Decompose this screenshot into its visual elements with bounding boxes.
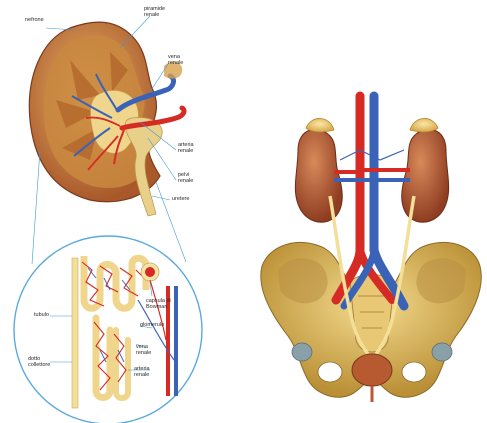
urinary-system	[261, 96, 481, 402]
label-glomerulo: glomerulo	[140, 322, 164, 328]
label-dotto-collettore: dotto collettore	[28, 356, 50, 368]
label-vena-renale-top: vena renale	[168, 54, 183, 66]
label-piramide-renale: piramide renale	[144, 6, 165, 18]
label-capsula-bowman: capsula di Bowman	[146, 298, 171, 310]
label-vena-renale-bottom: vena renale	[136, 344, 151, 356]
label-tubulo: tubulo	[34, 312, 49, 318]
label-arteria-renale-bottom: arteria renale	[134, 366, 150, 378]
label-nefrone: nefrone	[25, 17, 44, 23]
nephron-detail	[14, 236, 202, 423]
label-uretere: uretere	[172, 196, 189, 202]
label-pelvi-renale: pelvi renale	[178, 172, 193, 184]
label-arteria-renale-top: arteria renale	[178, 142, 194, 154]
kidney-section	[29, 22, 184, 216]
